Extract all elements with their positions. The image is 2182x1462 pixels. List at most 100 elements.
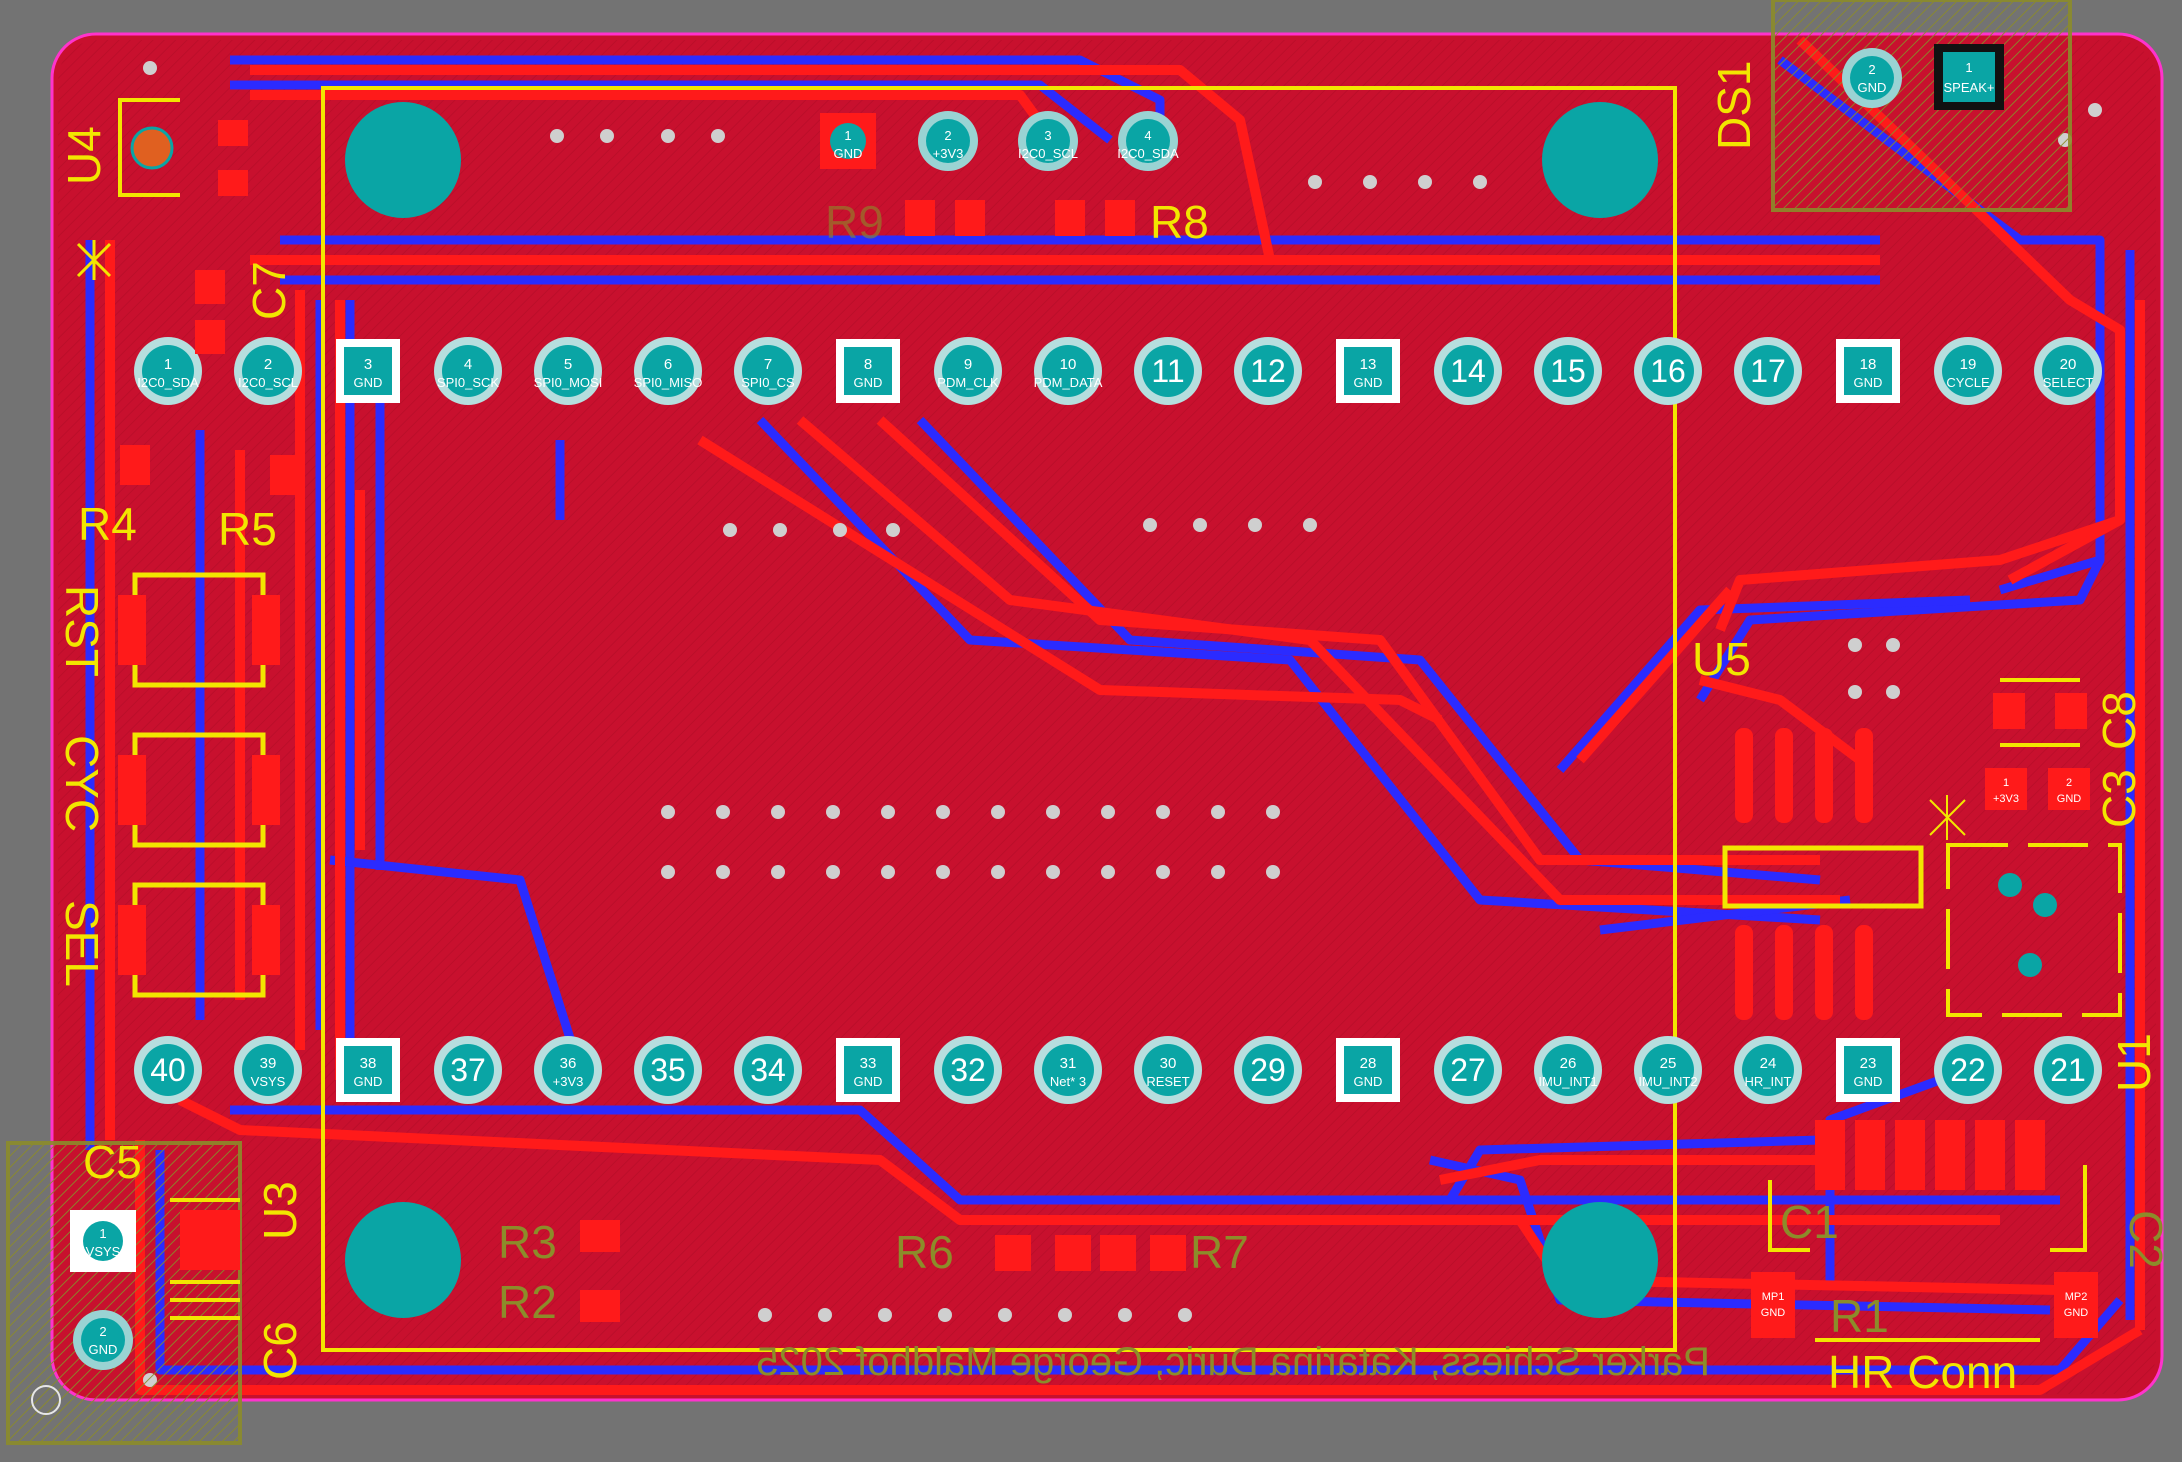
battery-pin2-num: 2	[99, 1324, 106, 1339]
bottom-header-pin-number: 36	[560, 1055, 577, 1072]
bottom-header-pad-copper	[1542, 1044, 1594, 1096]
via	[1211, 865, 1225, 879]
bottom-header-pin-29[interactable]: 29	[1234, 1036, 1302, 1104]
hr-mount-pad-2[interactable]	[2054, 1272, 2098, 1338]
u1-pad-1[interactable]	[1985, 768, 2027, 810]
origin-target-icon	[31, 1385, 61, 1415]
bottom-header-pin-name: VSYS	[251, 1074, 286, 1089]
i2c-pin3-num: 3	[1044, 128, 1051, 143]
bottom-header-pin-27[interactable]: 27	[1434, 1036, 1502, 1104]
bottom-header-pin-35[interactable]: 35	[634, 1036, 702, 1104]
bottom-header-pin-32[interactable]: 32	[934, 1036, 1002, 1104]
hr-mount-pad-1[interactable]	[1751, 1272, 1795, 1338]
top-header-pin-11[interactable]: 11	[1134, 337, 1202, 405]
r4-pad[interactable]	[120, 445, 150, 485]
bottom-header-pad-copper	[1642, 1044, 1694, 1096]
u5-pad-row-top[interactable]	[1735, 728, 1753, 823]
via	[833, 523, 847, 537]
designator-c2: C2	[2120, 1210, 2172, 1269]
u1-body	[1946, 843, 2122, 1017]
u4-sensor-pad[interactable]	[130, 126, 174, 170]
bottom-header-pin-34[interactable]: 34	[734, 1036, 802, 1104]
r7-pad[interactable]	[1100, 1235, 1136, 1271]
top-header-pin-number: 11	[1151, 353, 1184, 389]
bottom-header-pin-37[interactable]: 37	[434, 1036, 502, 1104]
bottom-header-pin-number: 39	[260, 1055, 277, 1072]
r9-pad[interactable]	[905, 200, 935, 236]
top-header-pin-16[interactable]: 16	[1634, 337, 1702, 405]
c7-pad[interactable]	[195, 270, 225, 304]
designator-c1: C1	[1780, 1196, 1839, 1248]
designator-r8: R8	[1150, 196, 1209, 248]
u1-pad-2[interactable]	[2048, 768, 2090, 810]
bottom-header-pin-number: 35	[650, 1052, 686, 1088]
top-header-pad-copper	[1844, 347, 1892, 395]
via	[773, 523, 787, 537]
bottom-header-pin-22[interactable]: 22	[1934, 1036, 2002, 1104]
u3-chip[interactable]	[180, 1210, 240, 1270]
top-header-pin-14[interactable]: 14	[1434, 337, 1502, 405]
hr-mp2-name: GND	[2064, 1307, 2089, 1319]
top-header-pad-copper	[742, 345, 794, 397]
i2c-pin1-num: 1	[844, 128, 851, 143]
top-header-pad-copper	[2042, 345, 2094, 397]
button-label-rst: RST	[56, 585, 108, 677]
via	[661, 805, 675, 819]
bottom-header-pad-copper	[844, 1046, 892, 1094]
top-header-pin-17[interactable]: 17	[1734, 337, 1802, 405]
bottom-header-pin-36[interactable]: 36+3V3	[534, 1036, 602, 1104]
mounting-hole	[1542, 102, 1658, 218]
via	[711, 129, 725, 143]
r3-pad[interactable]	[580, 1220, 620, 1252]
top-header-pin-12[interactable]: 12	[1234, 337, 1302, 405]
r5-pad[interactable]	[270, 455, 300, 495]
bottom-header-pin-21[interactable]: 21	[2034, 1036, 2102, 1104]
top-header-pad-copper	[1242, 345, 1294, 397]
bottom-header-pin-40[interactable]: 40	[134, 1036, 202, 1104]
top-header-pin-number: 4	[464, 356, 472, 373]
c8-c3-footprint	[1993, 678, 2087, 747]
top-header-pin-number: 20	[2060, 356, 2077, 373]
r6-pad[interactable]	[995, 1235, 1031, 1271]
i2c-pin1-name: GND	[834, 146, 863, 161]
r2-pad[interactable]	[580, 1290, 620, 1322]
bottom-header-pad-copper	[242, 1044, 294, 1096]
top-header-pin-number: 16	[1650, 353, 1686, 389]
bottom-header-pin-number: 34	[750, 1052, 786, 1088]
bottom-header-pin-name: IMU_INT2	[1638, 1074, 1697, 1089]
bottom-header-pad-copper	[742, 1044, 794, 1096]
u1-pin1-num: 1	[2003, 777, 2009, 789]
bottom-header-pin-number: 25	[1660, 1055, 1677, 1072]
bottom-header-pad-copper	[1142, 1044, 1194, 1096]
r8-pad[interactable]	[1055, 200, 1085, 236]
top-header-pad-copper	[1344, 347, 1392, 395]
top-header-pin-15[interactable]: 15	[1534, 337, 1602, 405]
top-header-pin-number: 14	[1450, 353, 1486, 389]
